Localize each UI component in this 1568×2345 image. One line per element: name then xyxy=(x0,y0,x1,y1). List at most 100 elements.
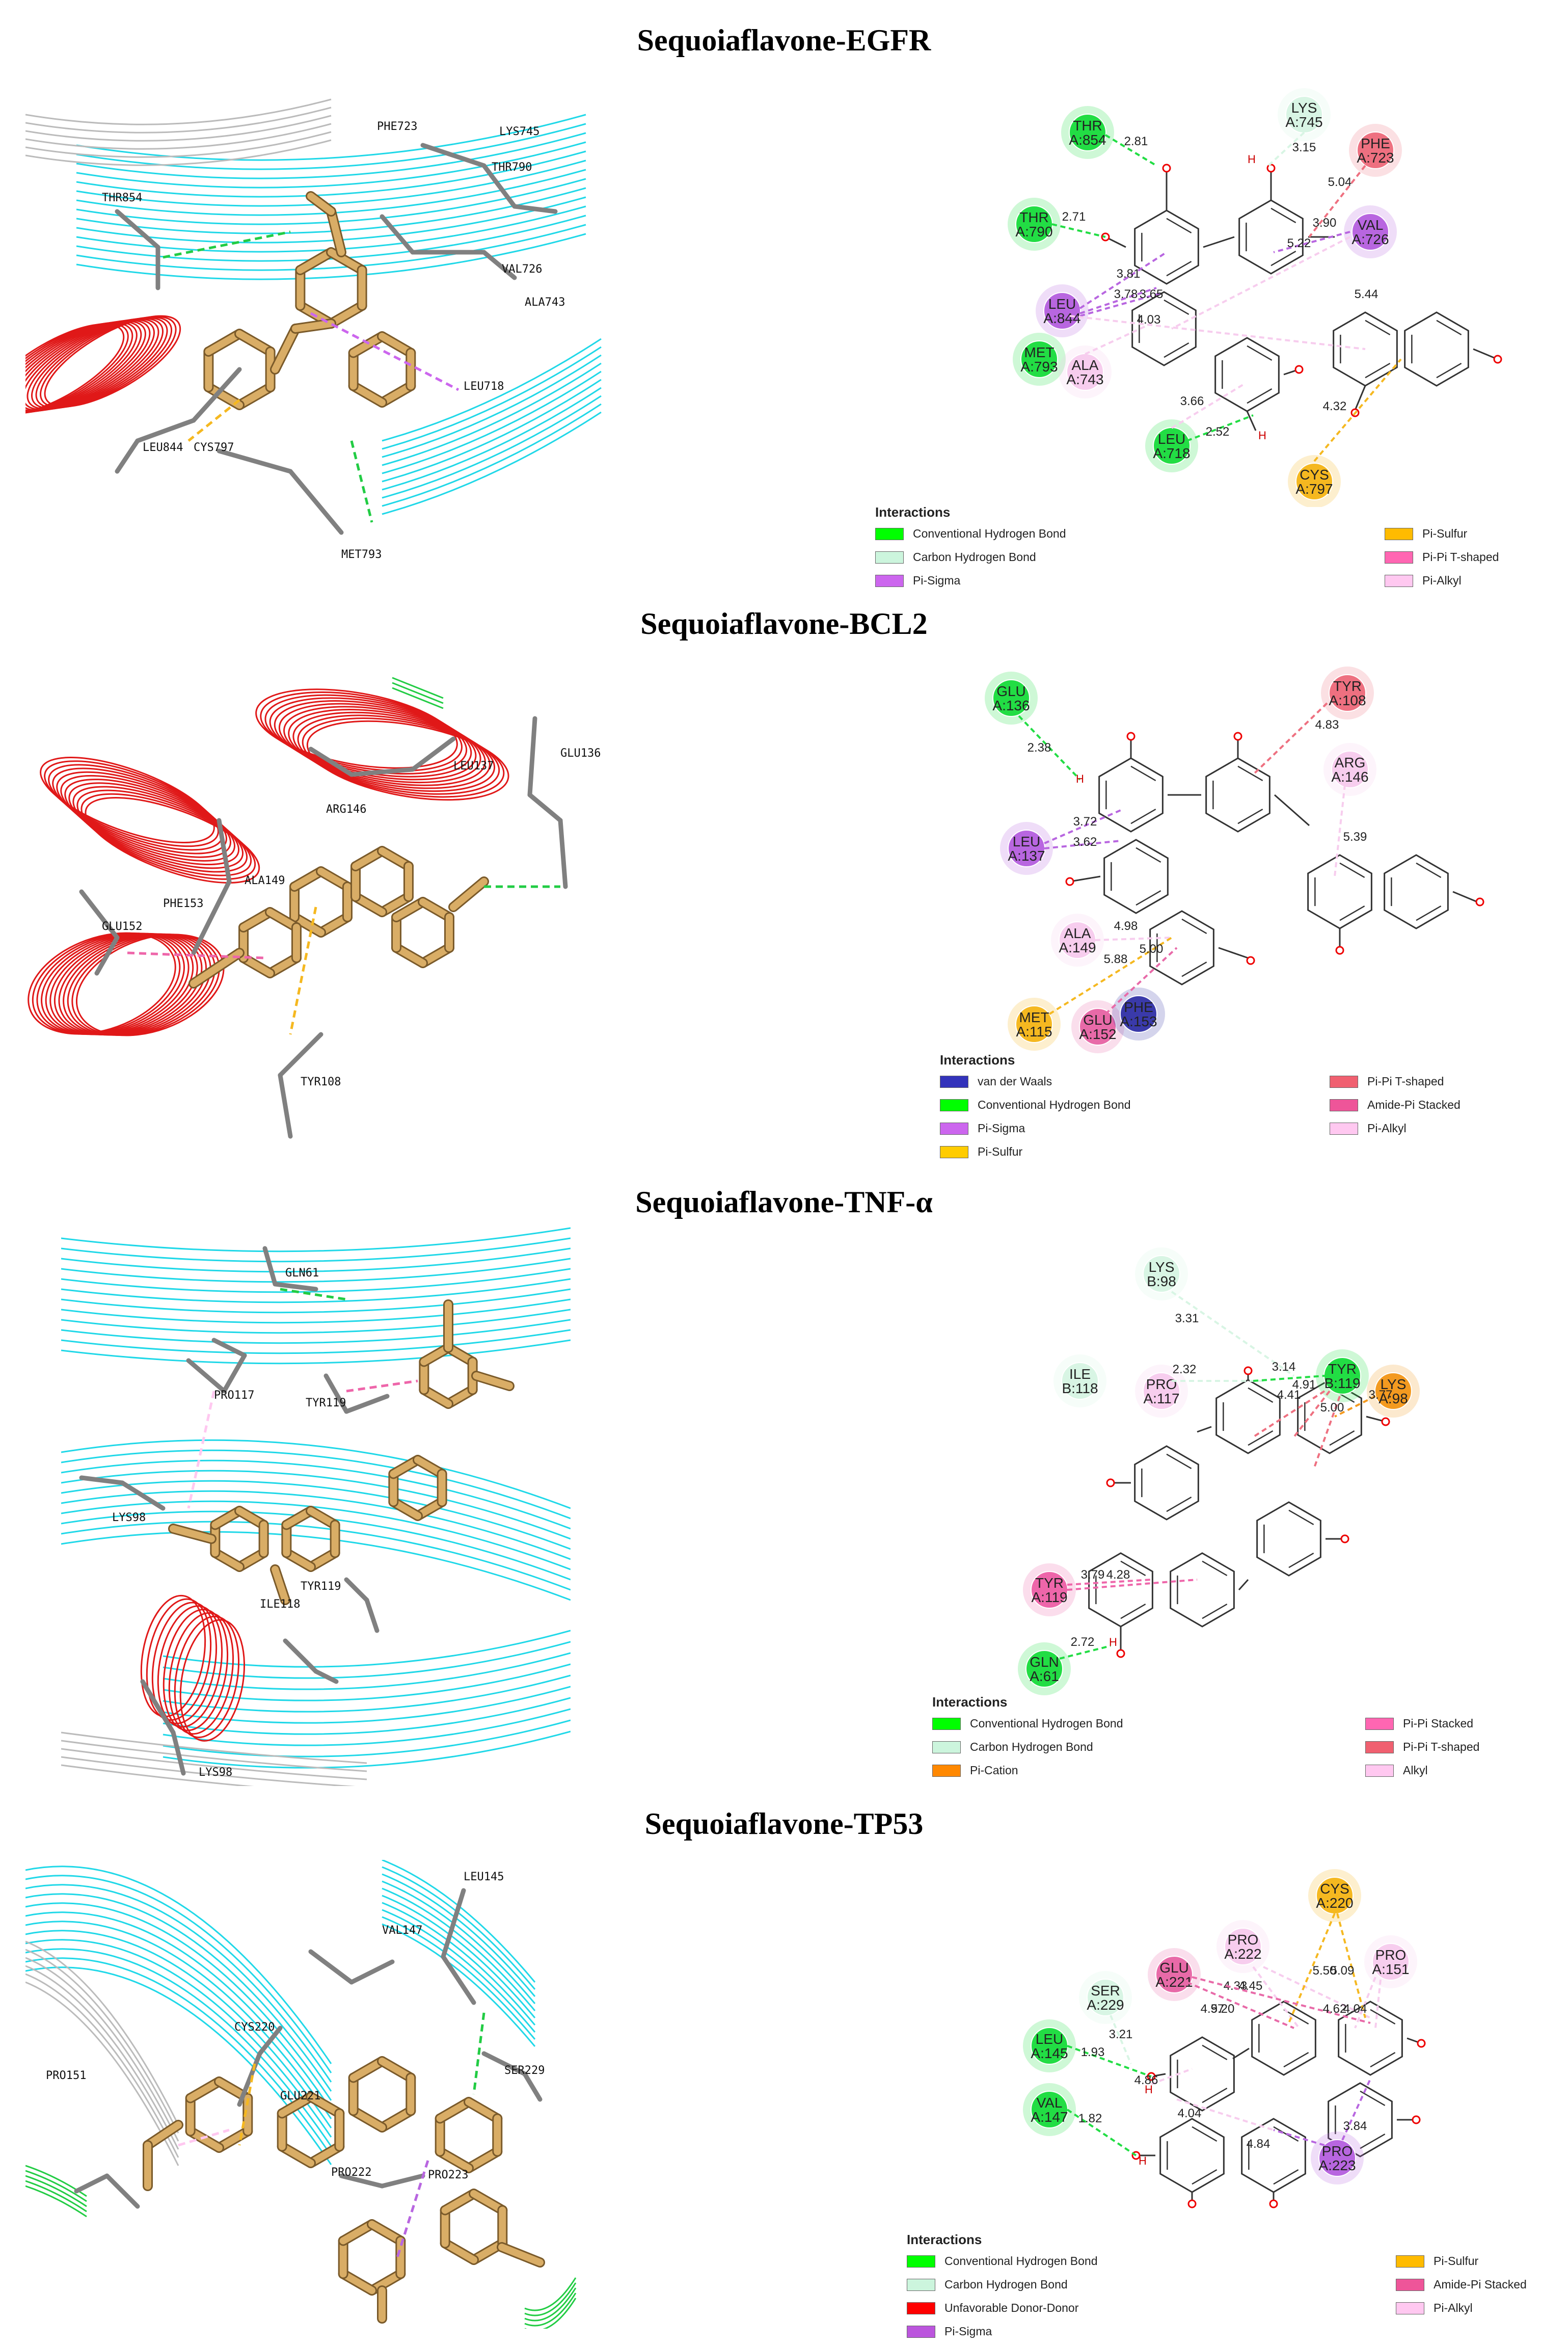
double-bond xyxy=(1237,808,1263,824)
interaction-line-3d xyxy=(350,440,373,523)
protein-strand xyxy=(25,2185,87,2218)
bond xyxy=(1473,348,1498,360)
protein-strand xyxy=(382,1923,536,2047)
protein-ribbon xyxy=(25,323,129,415)
protein-ribbon xyxy=(174,1615,240,1739)
panel-title-bcl2: Sequoiaflavone-BCL2 xyxy=(640,607,928,641)
protein-strand xyxy=(163,1641,571,1679)
residue-name: PRO xyxy=(1228,1932,1259,1948)
residue-sidechain xyxy=(420,143,486,168)
protein-ribbon xyxy=(71,934,220,1036)
distance-label: 3.90 xyxy=(1313,216,1337,230)
ligand-stick xyxy=(470,2190,506,2214)
residue-chain-id: A:153 xyxy=(1120,1014,1157,1029)
legend-swatch xyxy=(875,528,904,540)
protein-ribbon xyxy=(278,703,481,784)
protein-strand xyxy=(382,1880,536,2004)
distance-label: 3.81 xyxy=(1117,267,1141,281)
double-bond xyxy=(1166,1453,1192,1470)
protein-ribbon xyxy=(44,760,219,847)
residue-chain-id: B:118 xyxy=(1062,1380,1098,1396)
double-bond xyxy=(1370,2051,1396,2068)
distance-label: 3.84 xyxy=(1343,2119,1367,2133)
ligand-stick xyxy=(186,2127,223,2151)
protein-strand xyxy=(163,1652,571,1690)
distance-label: 4.04 xyxy=(1178,2107,1202,2120)
residue-sidechain xyxy=(527,792,563,823)
protein-strand xyxy=(25,106,332,134)
protein-ribbon xyxy=(76,789,252,876)
protein-ribbon xyxy=(80,793,256,880)
interaction-line xyxy=(1048,937,1173,1015)
residue-label-3d: GLU152 xyxy=(102,920,142,933)
double-bond xyxy=(1339,905,1365,921)
oxygen-atom xyxy=(1417,2039,1426,2048)
protein-strand xyxy=(382,1902,536,2026)
double-bond xyxy=(1370,2009,1396,2025)
legend-label: Pi-Sulfur xyxy=(978,1145,1023,1158)
residue-sidechain xyxy=(410,736,456,772)
residue-sidechain xyxy=(308,1949,354,1985)
residue-sidechain xyxy=(120,1480,166,1511)
residue-label-3d: TYR108 xyxy=(301,1076,341,1088)
legend-label: Unfavorable Donor-Donor xyxy=(944,2301,1079,2314)
double-bond xyxy=(1164,299,1189,315)
bond xyxy=(1354,385,1366,411)
interaction-line xyxy=(1171,236,1350,330)
protein-ribbon xyxy=(68,782,244,869)
distance-label: 4.28 xyxy=(1106,1568,1130,1582)
double-bond xyxy=(1202,1603,1228,1619)
distance-label: 3.21 xyxy=(1109,2028,1133,2041)
distance-label: 3.65 xyxy=(1140,287,1164,301)
double-bond xyxy=(1283,2051,1309,2068)
residue-label-3d: TYR119 xyxy=(301,1580,341,1593)
protein-strand xyxy=(61,1309,571,1334)
interaction-line xyxy=(1171,1291,1295,1377)
protein-strand xyxy=(61,1740,367,1772)
protein-ribbon xyxy=(25,322,133,414)
ligand-stick xyxy=(236,384,274,409)
distance-label: 3.66 xyxy=(1180,394,1204,408)
protein-strand xyxy=(25,1940,179,2125)
legend-swatch xyxy=(940,1099,968,1111)
aromatic-ring xyxy=(1307,854,1372,929)
protein-ribbon xyxy=(25,319,151,412)
double-bond xyxy=(1416,905,1442,921)
double-bond xyxy=(1288,1509,1314,1526)
legend-swatch xyxy=(1385,575,1413,587)
interaction-line xyxy=(1079,292,1162,317)
protein-strand xyxy=(61,1439,571,1509)
ligand-stick xyxy=(379,382,415,406)
residue-chain-id: A:797 xyxy=(1295,481,1333,497)
interaction-line xyxy=(1051,223,1106,238)
legend-swatch xyxy=(1396,2279,1424,2291)
residue-label-3d: SER229 xyxy=(504,2064,545,2077)
residue-label-3d: GLU221 xyxy=(280,2090,320,2102)
interaction-line-3d xyxy=(396,2160,429,2258)
ligand-stick xyxy=(205,330,243,355)
interaction-line xyxy=(1044,809,1121,844)
residue-sidechain xyxy=(323,1373,349,1414)
ligand-stick xyxy=(272,325,299,373)
distance-label: 2.52 xyxy=(1206,425,1230,439)
legend-swatch xyxy=(1365,1765,1394,1777)
residue-node xyxy=(1372,1943,1410,1981)
legend-swatch xyxy=(1365,1718,1394,1730)
residue-sidechain xyxy=(481,163,517,209)
legend-swatch xyxy=(907,2255,935,2268)
protein-strand xyxy=(25,1930,332,2128)
residue-chain-id: A:146 xyxy=(1331,769,1368,785)
aromatic-ring xyxy=(1098,757,1164,833)
protein-strand xyxy=(25,1948,332,2147)
protein-strand xyxy=(76,215,586,262)
aromatic-ring xyxy=(1256,1501,1321,1577)
residue-name: LEU xyxy=(1048,296,1076,312)
distance-label: 5.39 xyxy=(1343,830,1367,844)
distance-label: 3.79 xyxy=(1081,1568,1105,1582)
protein-ribbon xyxy=(264,694,468,775)
ligand-stick xyxy=(328,302,366,327)
legend-swatch xyxy=(940,1123,968,1135)
distance-label: 5.00 xyxy=(1320,1401,1344,1415)
ligand-stick xyxy=(339,2270,375,2294)
